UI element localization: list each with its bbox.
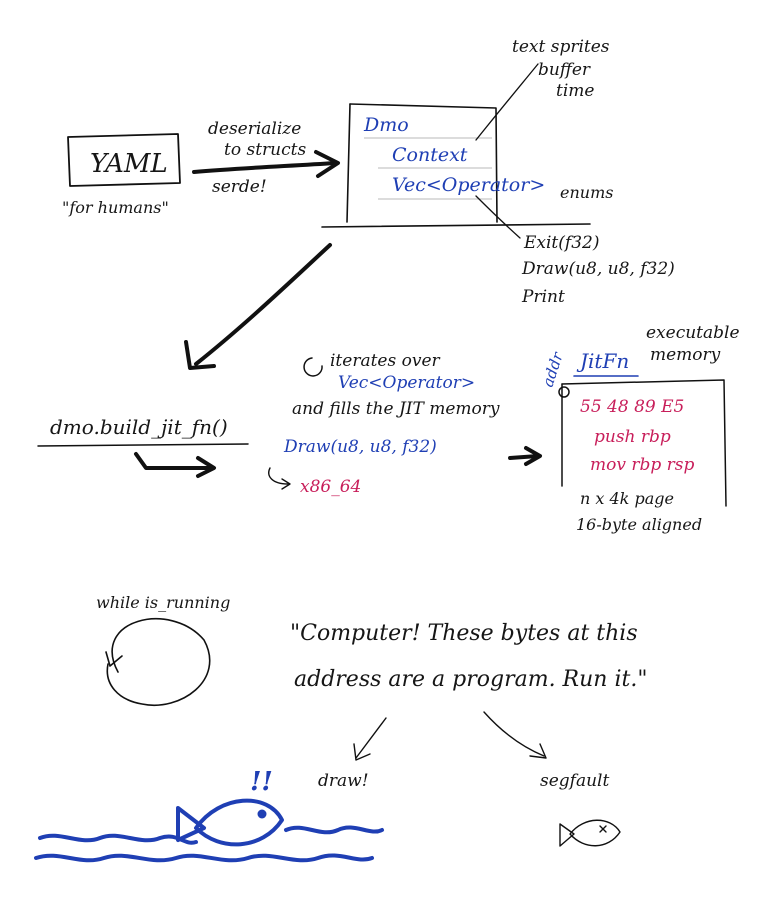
jit-exec2: memory xyxy=(650,345,721,365)
context-note-line3: time xyxy=(556,81,594,101)
jit-align: 16-byte aligned xyxy=(576,515,702,534)
jit-addr-marker xyxy=(558,386,570,398)
dmo-field-context: Context xyxy=(392,144,468,166)
iterate-op: Draw(u8, u8, f32) xyxy=(283,437,437,457)
draw-arrow-head xyxy=(353,743,371,761)
draw-arrow xyxy=(355,717,387,759)
iterate-arch: x86_64 xyxy=(300,477,361,497)
iterate-line1: iterates over xyxy=(330,351,441,371)
iterate-line3: and fills the JIT memory xyxy=(292,399,500,419)
jit-node: addr JitFn executable memory 55 48 89 E5… xyxy=(539,323,740,534)
jit-page: n x 4k page xyxy=(580,489,674,508)
context-note-line1: text sprites xyxy=(512,37,610,57)
jit-box-top-right xyxy=(561,379,727,507)
jit-arrow-head xyxy=(524,446,542,466)
dmo-box-left xyxy=(346,103,351,223)
jit-bytes: 55 48 89 E5 xyxy=(580,397,684,417)
context-note: text sprites buffer time xyxy=(475,37,610,141)
draw-label: draw! xyxy=(318,771,369,791)
draw-exclaim: !! xyxy=(250,767,273,797)
enum-print: Print xyxy=(521,287,565,307)
yaml-box-outline xyxy=(67,133,181,187)
build-out-arrow-head xyxy=(196,456,216,478)
wave-left-upper-icon xyxy=(38,833,198,845)
wave-right-upper-icon xyxy=(284,825,384,835)
dmo-title: Dmo xyxy=(363,114,409,136)
iterate-hook-arrow xyxy=(268,467,289,485)
context-note-pointer xyxy=(475,63,539,141)
build-arrow-head xyxy=(184,340,216,370)
happy-fish-tail-icon xyxy=(176,806,206,842)
arrow-head xyxy=(314,150,340,178)
happy-fish-eye-icon xyxy=(257,809,267,819)
yaml-caption: "for humans" xyxy=(62,198,169,217)
serde-label: serde! xyxy=(212,177,267,197)
segfault-arrow-head xyxy=(529,743,547,759)
dmo-box-base xyxy=(321,223,591,228)
build-node: dmo.build_jit_fn() xyxy=(37,415,249,478)
iterate-line2: Vec<Operator> xyxy=(338,373,475,393)
dmo-box-top-right xyxy=(349,103,498,223)
jit-type: JitFn xyxy=(576,349,629,373)
to-structs-label: to structs xyxy=(224,140,306,160)
enum-draw: Draw(u8, u8, f32) xyxy=(521,259,675,279)
enums-label: enums xyxy=(560,183,613,202)
dead-fish-tail-icon xyxy=(559,823,575,847)
iterate-hook-arrow-head xyxy=(281,478,291,490)
loop-cycle-head xyxy=(105,651,123,667)
draw-outcome: draw! !! xyxy=(34,767,384,863)
build-out-arrow xyxy=(134,452,212,470)
segfault-outcome: segfault xyxy=(540,771,621,847)
jit-asm-push: push rbp xyxy=(594,427,671,447)
yaml-node: YAML "for humans" xyxy=(62,133,181,217)
jit-arrow-shaft xyxy=(508,454,540,460)
arrow-shaft xyxy=(192,161,337,174)
iterate-cycle-icon xyxy=(303,357,323,377)
enum-exit: Exit(f32) xyxy=(523,233,599,253)
wave-bottom-icon xyxy=(34,853,374,863)
build-arrow-shaft xyxy=(194,243,332,366)
deserialize-label: deserialize xyxy=(208,119,301,139)
jit-asm-mov: mov rbp rsp xyxy=(590,455,695,475)
quote-line2: address are a program. Run it." xyxy=(294,667,647,692)
dmo-node: Dmo Context Vec<Operator> xyxy=(321,103,591,228)
context-note-line2: buffer xyxy=(538,60,591,80)
loop-label: while is_running xyxy=(96,593,230,612)
build-arrow xyxy=(184,243,332,370)
jit-exec1: executable xyxy=(646,323,740,343)
dmo-field-operators: Vec<Operator> xyxy=(392,174,545,196)
segfault-label: segfault xyxy=(540,771,609,791)
build-call: dmo.build_jit_fn() xyxy=(50,415,228,439)
happy-fish-body-icon xyxy=(194,798,284,847)
loop-cycle-icon xyxy=(106,618,211,706)
jit-arrow xyxy=(508,446,542,466)
dead-fish-eye-icon xyxy=(599,825,607,833)
loop-node: while is_running xyxy=(96,593,230,706)
deserialize-arrow: deserialize to structs serde! xyxy=(192,119,340,197)
dead-fish-body-icon xyxy=(569,819,621,847)
quote-line1: "Computer! These bytes at this xyxy=(290,621,638,646)
enums-pointer xyxy=(475,195,521,239)
segfault-arrow xyxy=(483,711,545,757)
build-underline xyxy=(37,443,249,447)
enums-note: enums Exit(f32) Draw(u8, u8, f32) Print xyxy=(475,183,675,307)
quote-note: "Computer! These bytes at this address a… xyxy=(290,621,647,692)
iterate-note: iterates over Vec<Operator> and fills th… xyxy=(268,351,500,497)
outcome-arrows xyxy=(353,711,547,761)
yaml-label: YAML xyxy=(90,149,168,179)
